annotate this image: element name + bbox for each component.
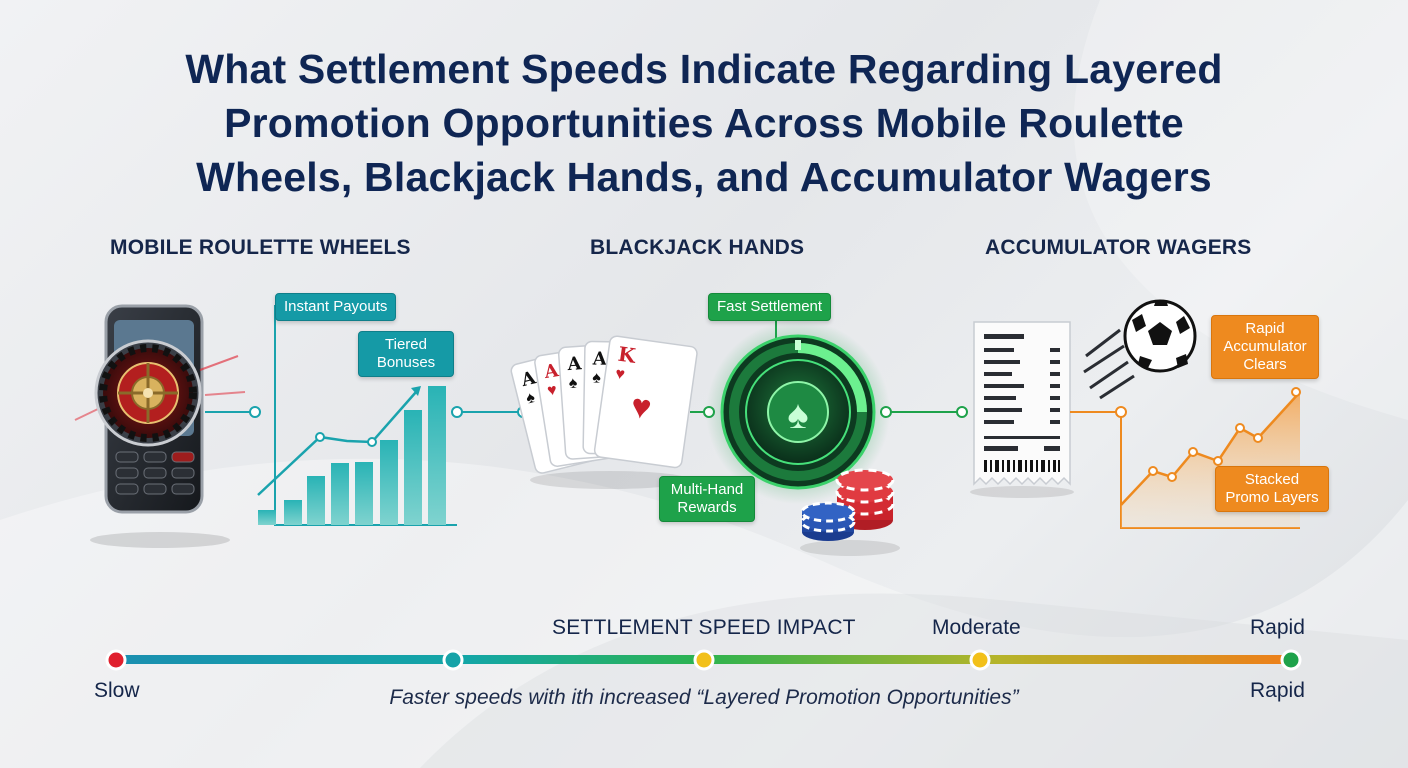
instant-payouts-tag: Instant Payouts xyxy=(275,293,397,321)
accumulator-column-heading: ACCUMULATOR WAGERS xyxy=(985,236,1252,259)
svg-text:♠: ♠ xyxy=(592,370,601,387)
poker-chips-icon xyxy=(800,468,900,556)
connector-roulette-blackjack xyxy=(451,406,529,418)
scale-caption: Faster speeds with ith increased “Layere… xyxy=(389,686,1019,709)
scale-title: SETTLEMENT SPEED IMPACT xyxy=(552,616,856,639)
svg-text:♠: ♠ xyxy=(787,393,808,437)
title-line-3: Wheels, Blackjack Hands, and Accumulator… xyxy=(196,154,1212,200)
connector-blackjack-accumulator xyxy=(880,406,968,418)
roulette-wheel-icon xyxy=(74,339,246,447)
scale-label-slow: Slow xyxy=(94,679,140,702)
scale-marker-slow xyxy=(105,649,127,671)
settlement-speed-scale xyxy=(105,649,1302,671)
roulette-growth-chart xyxy=(205,304,457,526)
svg-text:A: A xyxy=(566,353,583,375)
blackjack-column-heading: BLACKJACK HANDS xyxy=(590,236,805,259)
svg-text:A: A xyxy=(518,367,539,391)
scale-label-rapid-top: Rapid xyxy=(1250,616,1305,639)
fast-settlement-tag: Fast Settlement xyxy=(708,293,832,321)
roulette-bar xyxy=(404,410,422,525)
scale-marker-rapid xyxy=(1280,649,1302,671)
soccer-ball-icon xyxy=(1083,299,1197,400)
svg-text:A: A xyxy=(592,349,608,370)
roulette-column-heading: MOBILE ROULETTE WHEELS xyxy=(110,236,411,259)
svg-text:♥: ♥ xyxy=(614,365,626,383)
scale-marker-3 xyxy=(693,649,715,671)
scale-marker-2 xyxy=(442,649,464,671)
playing-cards-icon: A♠ A♥ A♠ A♠ K♥♥ xyxy=(510,335,698,489)
stacked-promo-tag: Stacked Promo Layers xyxy=(1215,466,1329,512)
rapid-accumulator-tag: Rapid Accumulator Clears xyxy=(1211,315,1319,379)
bet-slip-icon xyxy=(970,321,1074,498)
scale-label-rapid-bottom: Rapid xyxy=(1250,679,1305,702)
roulette-bar xyxy=(355,462,373,525)
tiered-bonuses-tag: Tiered Bonuses xyxy=(358,331,454,377)
roulette-bar xyxy=(284,500,302,525)
title-line-1: What Settlement Speeds Indicate Regardin… xyxy=(185,46,1223,92)
page-title: What Settlement Speeds Indicate Regardin… xyxy=(0,42,1408,204)
svg-text:A: A xyxy=(542,360,561,383)
roulette-bar xyxy=(331,463,349,525)
spade-timer-icon: ♠ xyxy=(706,320,890,504)
multi-hand-rewards-tag: Multi-Hand Rewards xyxy=(659,476,755,522)
svg-text:K: K xyxy=(617,342,638,368)
svg-text:♥: ♥ xyxy=(546,382,558,400)
scale-label-moderate: Moderate xyxy=(932,616,1021,639)
roulette-bar xyxy=(380,440,398,525)
roulette-bar xyxy=(258,510,276,525)
title-line-2: Promotion Opportunities Across Mobile Ro… xyxy=(224,100,1184,146)
scale-marker-moderate xyxy=(969,649,991,671)
roulette-bar xyxy=(307,476,325,525)
roulette-bar xyxy=(428,386,446,525)
svg-text:♠: ♠ xyxy=(568,375,578,393)
